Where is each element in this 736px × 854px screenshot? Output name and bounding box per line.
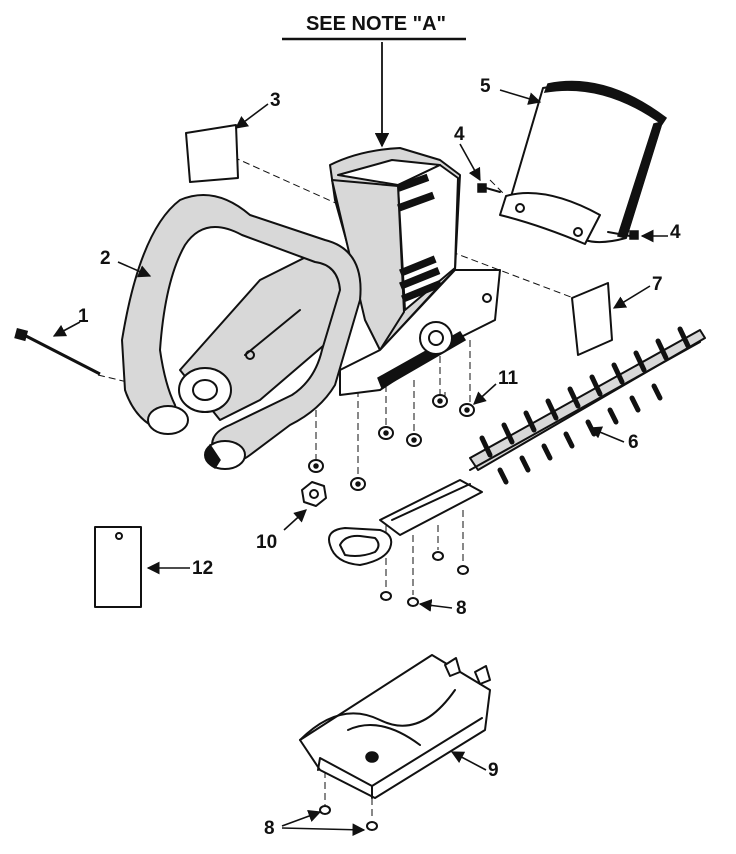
- callout-labels: 1 2 3 4 4 5 6 7 8 8 9 10 11 12: [78, 76, 681, 839]
- screw-part-4-upper: [477, 183, 501, 193]
- callout-5: 5: [480, 76, 491, 97]
- decal-part-7: [571, 282, 613, 356]
- callout-9: 9: [488, 760, 499, 781]
- motor-housing: [329, 147, 501, 396]
- callout-3: 3: [270, 90, 281, 111]
- scabbard-part-9: [299, 654, 491, 799]
- callout-1: 1: [78, 306, 89, 327]
- screw-2: [407, 597, 419, 607]
- shield-part-5: [499, 80, 668, 245]
- callout-7: 7: [652, 274, 663, 295]
- nut-hardware: [301, 394, 475, 507]
- nut-3: [378, 426, 394, 440]
- loop-handle-part-2: [121, 194, 362, 470]
- screw-part-4-right: [607, 230, 639, 240]
- callout-2: 2: [100, 248, 111, 269]
- tag-part-12: [94, 526, 142, 608]
- note-title: SEE NOTE "A": [306, 13, 446, 35]
- see-note-header: SEE NOTE "A": [282, 13, 466, 148]
- nut-part-10: [301, 481, 327, 507]
- callout-11: 11: [498, 368, 519, 389]
- screw-1: [380, 591, 392, 601]
- nut-5: [432, 394, 448, 408]
- nut-6: [459, 403, 475, 417]
- callout-4-upper: 4: [454, 124, 465, 145]
- callout-12: 12: [192, 558, 213, 579]
- callout-4-right: 4: [670, 222, 681, 243]
- blade-part-6: [328, 326, 706, 566]
- callout-10: 10: [256, 532, 277, 553]
- nut-1: [308, 459, 324, 473]
- bolt-part-1: [14, 327, 101, 376]
- screw-3: [432, 551, 444, 561]
- nut-4: [406, 433, 422, 447]
- decal-part-3: [185, 124, 239, 183]
- leader-lines: [52, 89, 668, 837]
- screw-4: [457, 565, 469, 575]
- screw-6: [366, 821, 378, 831]
- screw-5: [319, 805, 331, 815]
- nut-2: [350, 477, 366, 491]
- callout-6: 6: [628, 432, 639, 453]
- callout-8-upper: 8: [456, 598, 467, 619]
- callout-8-lower: 8: [264, 818, 275, 839]
